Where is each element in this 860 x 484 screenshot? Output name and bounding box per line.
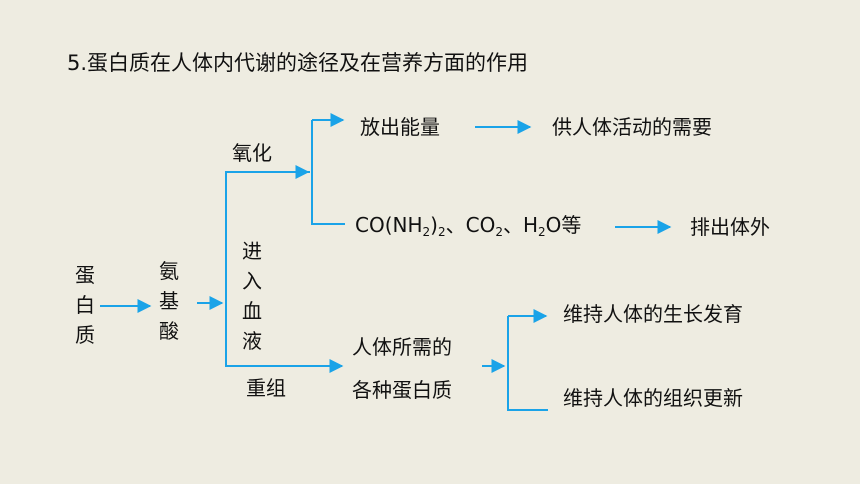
formula-part: O等 [545,213,582,237]
node-release-energy: 放出能量 [360,115,440,139]
node-growth: 维持人体的生长发育 [563,302,743,326]
page-title: 5.蛋白质在人体内代谢的途径及在营养方面的作用 [67,51,529,75]
node-needed-protein-line1: 人体所需的 [352,335,452,359]
node-amino-acid: 氨 基 酸 [157,256,181,346]
label-enter-blood: 进 入 血 液 [240,236,264,356]
node-metabolic-products: CO(NH2)2、CO2、H2O等 [355,213,581,244]
label-recombine: 重组 [246,376,286,400]
node-protein-char: 白 [75,293,95,317]
label-enter-blood-char: 液 [242,329,262,353]
label-enter-blood-char: 进 [242,239,262,263]
node-protein-char: 蛋 [75,263,95,287]
formula-part: 、CO [445,213,496,237]
node-amino-acid-char: 酸 [159,319,179,343]
formula-part: 、H [502,213,539,237]
formula-part: ) [430,213,438,237]
branch-oxidation [311,120,345,225]
formula-subscript: 2 [495,225,503,239]
formula-subscript: 2 [437,225,446,239]
node-tissue-renewal: 维持人体的组织更新 [563,386,743,410]
node-amino-acid-char: 氨 [159,259,179,283]
node-protein: 蛋 白 质 [73,260,97,350]
branch-functions [507,316,548,411]
label-oxidation: 氧化 [232,141,272,165]
label-enter-blood-char: 入 [242,269,262,293]
node-excrete: 排出体外 [690,215,770,239]
node-amino-acid-char: 基 [159,289,179,313]
formula-subscript: 2 [422,225,431,239]
formula-subscript: 2 [538,225,546,239]
node-needed-protein-line2: 各种蛋白质 [352,378,452,402]
formula-part: CO(NH [355,213,423,237]
node-protein-char: 质 [75,323,95,347]
node-human-activity: 供人体活动的需要 [552,115,712,139]
label-enter-blood-char: 血 [242,299,262,323]
